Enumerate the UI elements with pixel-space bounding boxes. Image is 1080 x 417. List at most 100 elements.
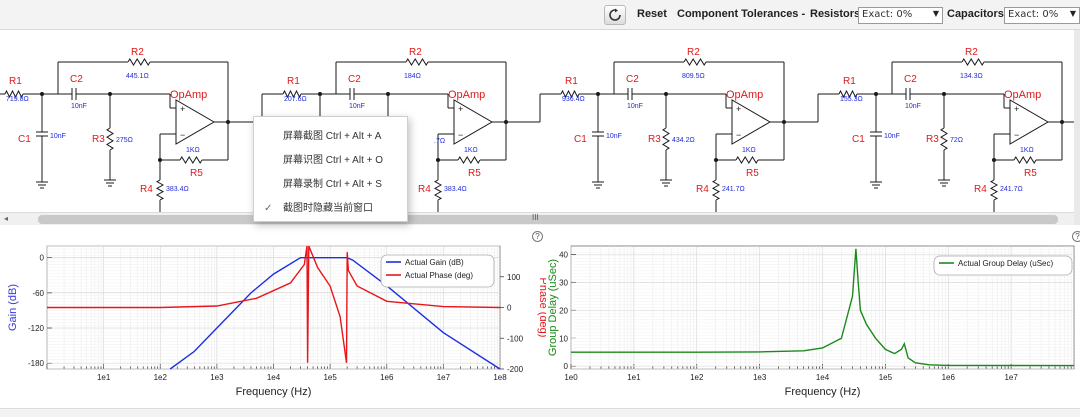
r1-label: R1 — [565, 76, 578, 87]
resistor-r2 — [961, 58, 985, 66]
scrollbar-thumb[interactable] — [38, 215, 1058, 224]
r2-label: R2 — [409, 47, 422, 58]
c1-value: 10nF — [50, 133, 66, 140]
resistor-r3 — [662, 127, 670, 151]
opamp-label: OpAmp — [726, 89, 763, 101]
horizontal-scrollbar[interactable]: ◂ III — [0, 212, 1074, 225]
y-tick-label: -180 — [28, 359, 45, 368]
y2-tick-label: -200 — [507, 365, 524, 374]
r4-label: R4 — [696, 184, 709, 195]
c2-label: C2 — [626, 74, 639, 85]
r2-value: 134.3Ω — [960, 73, 983, 80]
c1-label: C1 — [852, 134, 865, 145]
component-tolerances-label: Component Tolerances - — [677, 8, 806, 20]
resistor-r1 — [838, 89, 858, 99]
y-tick-label: 0 — [40, 254, 45, 263]
menu-item-screen-record[interactable]: 屏幕录制 Ctrl + Alt + S — [254, 173, 407, 197]
r4-value: 241.7Ω — [722, 186, 745, 193]
legend-entry: Actual Gain (dB) — [405, 258, 464, 267]
r3-label: R3 — [926, 134, 939, 145]
r5-value: 1KΩ — [186, 147, 200, 154]
r2-value: 184Ω — [404, 73, 421, 80]
opamp-minus: − — [1014, 130, 1019, 140]
refresh-icon — [609, 8, 621, 21]
x-tick-label: 1e1 — [97, 373, 111, 382]
scrollbar-grip: III — [532, 213, 539, 222]
r5-label: R5 — [468, 168, 481, 179]
menu-item-screenshot[interactable]: 屏幕截图 Ctrl + Alt + A — [254, 125, 407, 149]
y-axis-label: Group Delay (uSec) — [547, 259, 559, 356]
y2-tick-label: -100 — [507, 334, 524, 343]
resistor-r4 — [989, 179, 999, 201]
checkmark-icon: ✓ — [264, 203, 273, 214]
resistor-r4 — [711, 179, 721, 201]
status-strip — [0, 408, 1080, 417]
resistor-r4 — [433, 179, 443, 201]
y-axis-label: Gain (dB) — [7, 284, 19, 331]
resistor-r5 — [457, 156, 481, 164]
c1-value: 10nF — [606, 133, 622, 140]
r5-label: R5 — [746, 168, 759, 179]
legend-entry: Actual Phase (deg) — [405, 271, 473, 280]
c2-label: C2 — [904, 74, 917, 85]
x-tick-label: 1e4 — [267, 373, 281, 382]
resistor-r1 — [4, 89, 24, 99]
resistor-r5 — [1013, 156, 1037, 164]
r1-label: R1 — [843, 76, 856, 87]
opamp-symbol — [175, 99, 215, 145]
help-icon[interactable]: ? — [1072, 231, 1080, 242]
r1-value: 155.3Ω — [840, 96, 863, 103]
opamp-plus: + — [458, 104, 463, 114]
r3-value: 72Ω — [950, 137, 963, 144]
opamp-symbol — [453, 99, 493, 145]
r1-value: 207.6Ω — [284, 96, 307, 103]
resistor-r2 — [405, 58, 429, 66]
chevron-down-icon: ▼ — [932, 9, 939, 18]
x-tick-label: 1e7 — [1004, 373, 1018, 382]
opamp-plus: + — [1014, 104, 1019, 114]
series-line-0 — [169, 257, 501, 370]
reset-icon-button[interactable] — [604, 5, 626, 25]
r2-label: R2 — [131, 47, 144, 58]
toolbar: Reset Component Tolerances - Resistors E… — [0, 0, 1080, 30]
series-line-1 — [47, 245, 501, 363]
menu-item-screen-recognize[interactable]: 屏幕识图 Ctrl + Alt + O — [254, 149, 407, 173]
c2-label: C2 — [348, 74, 361, 85]
menu-item-hide-window[interactable]: ✓截图时隐藏当前窗口 — [254, 197, 407, 221]
y2-axis-label: Phase (deg) — [537, 278, 546, 338]
c2-value: 10nF — [349, 103, 365, 110]
resistor-r4 — [155, 179, 165, 201]
r4-value: 241.7Ω — [1000, 186, 1023, 193]
opamp-symbol — [1009, 99, 1049, 145]
c2-value: 10nF — [627, 103, 643, 110]
capacitors-label: Capacitors — [947, 8, 1004, 20]
menu-item-label: 屏幕录制 Ctrl + Alt + S — [283, 179, 382, 190]
x-tick-label: 1e1 — [627, 373, 641, 382]
scroll-left-icon[interactable]: ◂ — [4, 214, 9, 223]
y-tick-label: 10 — [559, 334, 568, 343]
menu-item-label: 屏幕识图 Ctrl + Alt + O — [283, 155, 384, 166]
opamp-label: OpAmp — [448, 89, 485, 101]
x-tick-label: 1e3 — [210, 373, 224, 382]
y2-tick-label: 0 — [507, 304, 512, 313]
r5-value: 1KΩ — [1020, 147, 1034, 154]
c2-value: 10nF — [905, 103, 921, 110]
r2-value: 809.5Ω — [682, 73, 705, 80]
r4-value: 383.4Ω — [166, 186, 189, 193]
r4-label: R4 — [418, 184, 431, 195]
opamp-plus: + — [736, 104, 741, 114]
capacitors-tolerance-select[interactable]: Exact: 0% ▼ — [1004, 7, 1080, 24]
r2-label: R2 — [965, 47, 978, 58]
opamp-plus: + — [180, 104, 185, 114]
opamp-minus: − — [458, 130, 463, 140]
help-icon[interactable]: ? — [532, 231, 543, 242]
reset-button[interactable]: Reset — [637, 8, 667, 20]
vertical-scrollbar[interactable] — [1074, 30, 1080, 225]
resistors-tolerance-select[interactable]: Exact: 0% ▼ — [858, 7, 943, 24]
x-tick-label: 1e4 — [816, 373, 830, 382]
x-tick-label: 1e8 — [493, 373, 507, 382]
opamp-symbol — [731, 99, 771, 145]
